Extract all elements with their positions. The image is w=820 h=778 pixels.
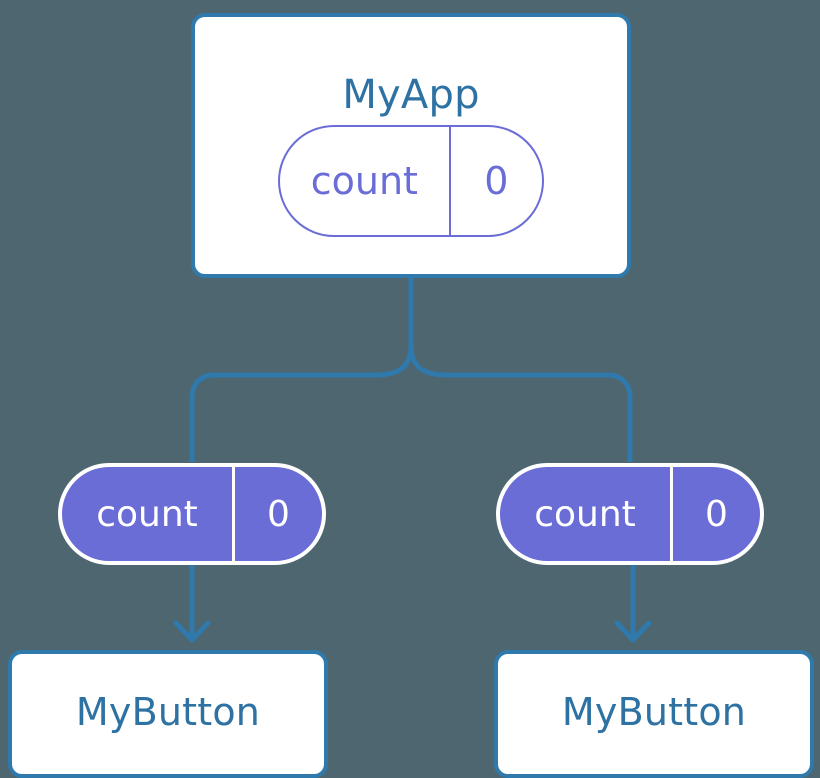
component-title-mybutton: MyButton bbox=[561, 690, 747, 734]
state-pill-myapp-count[interactable]: count 0 bbox=[278, 125, 544, 237]
component-box-mybutton-right[interactable]: MyButton bbox=[494, 650, 814, 778]
state-pill-value: 0 bbox=[232, 467, 322, 561]
component-box-myapp[interactable]: MyApp bbox=[191, 13, 631, 278]
component-title-myapp: MyApp bbox=[342, 72, 480, 118]
state-pill-value: 0 bbox=[670, 467, 760, 561]
connector-fan-right bbox=[408, 344, 608, 378]
state-pill-key: count bbox=[96, 493, 198, 535]
arrow-left-pill-to-mybutton bbox=[173, 563, 211, 643]
state-pill-right-count[interactable]: count 0 bbox=[496, 463, 764, 565]
arrow-right-pill-to-mybutton bbox=[614, 563, 652, 643]
connector-fan-left bbox=[214, 344, 414, 378]
state-pill-left-count[interactable]: count 0 bbox=[58, 463, 326, 565]
state-pill-key: count bbox=[310, 159, 418, 203]
component-box-mybutton-left[interactable]: MyButton bbox=[8, 650, 328, 778]
state-pill-value: 0 bbox=[448, 127, 542, 235]
component-title-mybutton: MyButton bbox=[75, 690, 261, 734]
connector-branch-right bbox=[607, 372, 633, 462]
state-pill-key: count bbox=[534, 493, 636, 535]
connector-branch-left bbox=[189, 372, 215, 462]
